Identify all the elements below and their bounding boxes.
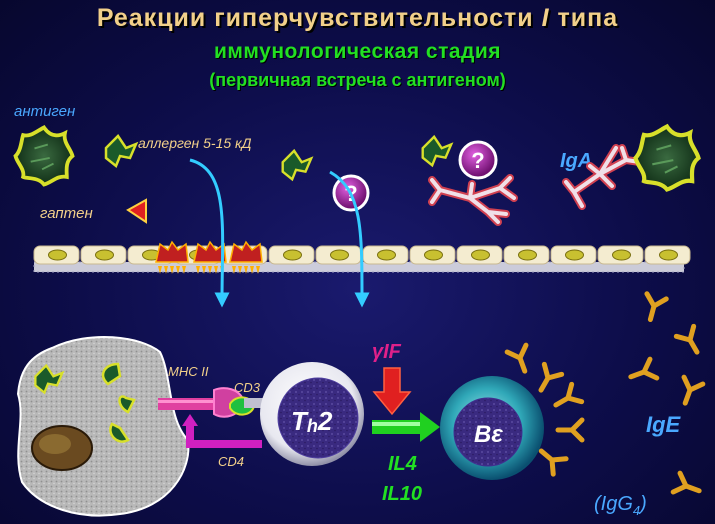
iga-dimer-2 <box>562 144 644 210</box>
epithelial-nucleus <box>471 249 490 261</box>
il4-label: IL4 <box>388 453 417 475</box>
antigen-label: антиген <box>14 103 75 120</box>
mediator-granule <box>256 266 260 274</box>
th2-cell: Th2 <box>260 362 364 466</box>
th2-label: Th2 <box>291 406 333 436</box>
epithelial-nucleus <box>48 249 67 261</box>
epithelial-nucleus <box>283 249 302 261</box>
epithelial-nucleus <box>518 249 537 261</box>
mediator-granule <box>214 266 218 274</box>
hapten-label: гаптен <box>40 205 93 222</box>
title-line-1: Реакции гиперчувствительности I типа <box>96 4 619 32</box>
allergen-particle-2 <box>281 149 313 181</box>
mediator-granule <box>196 266 200 274</box>
ige-label: IgE <box>646 412 682 437</box>
gamma-if-label: γIF <box>372 341 402 363</box>
igg4-label: (IgG4) <box>594 493 647 518</box>
mediator-granule <box>250 266 254 274</box>
mediator-granule <box>170 266 174 274</box>
b-cell-label: Bε <box>474 421 503 448</box>
question-bubble-2: ? <box>458 140 498 180</box>
epithelial-nucleus <box>612 249 631 261</box>
epithelial-nucleus <box>377 249 396 261</box>
allergen-particle-3 <box>421 135 453 167</box>
allergen-entry-arrow <box>189 158 230 308</box>
damaged-epithelial-cell <box>193 240 227 263</box>
epithelium-layer <box>33 240 691 274</box>
iga-dimer-1 <box>428 174 518 226</box>
damaged-epithelial-cell <box>229 240 263 263</box>
mediator-granule <box>182 266 186 274</box>
b-epsilon-cell: Bε <box>440 376 544 480</box>
il10-label: IL10 <box>382 483 422 505</box>
signal-arrow <box>372 412 440 442</box>
antigen-presenting-cell <box>16 336 190 517</box>
epithelial-nucleus <box>95 249 114 261</box>
mediator-granule <box>208 266 212 274</box>
mediator-granule <box>202 266 206 274</box>
allergen-particle <box>104 134 138 168</box>
svg-text:?: ? <box>471 148 484 173</box>
gamma-if-arrow <box>372 367 412 416</box>
hapten-triangle <box>126 198 147 224</box>
antigen-particle-2 <box>636 127 699 190</box>
mediator-granule <box>244 266 248 274</box>
mhc-ii-bar <box>158 398 216 410</box>
allergen-entry-arrow-2 <box>329 170 370 308</box>
cd4-connector <box>186 420 262 448</box>
mediator-granule <box>164 266 168 274</box>
damaged-epithelial-cell <box>155 240 189 263</box>
allergen-label: аллерген 5-15 кД <box>138 135 252 151</box>
epithelial-nucleus <box>565 249 584 261</box>
epithelial-nucleus <box>659 249 678 261</box>
cd4-label: CD4 <box>218 454 244 469</box>
iga-label: IgA <box>560 150 592 172</box>
title-line-2: иммунологическая стадия <box>213 40 502 63</box>
title-line-3: (первичная встреча с антигеном) <box>209 70 506 90</box>
epithelial-nucleus <box>424 249 443 261</box>
mediator-granule <box>238 266 242 274</box>
type-numeral: I <box>541 4 550 32</box>
epithelial-nucleus <box>330 249 349 261</box>
antigen-particle <box>13 125 75 187</box>
cd3-label: CD3 <box>234 380 261 395</box>
mediator-granule <box>158 266 162 274</box>
processed-antigen-fragment <box>34 362 136 443</box>
free-ige-molecules <box>627 294 705 500</box>
mhc-label: MHC II <box>168 364 209 379</box>
mediator-granule <box>176 266 180 274</box>
mediator-granule <box>232 266 236 274</box>
